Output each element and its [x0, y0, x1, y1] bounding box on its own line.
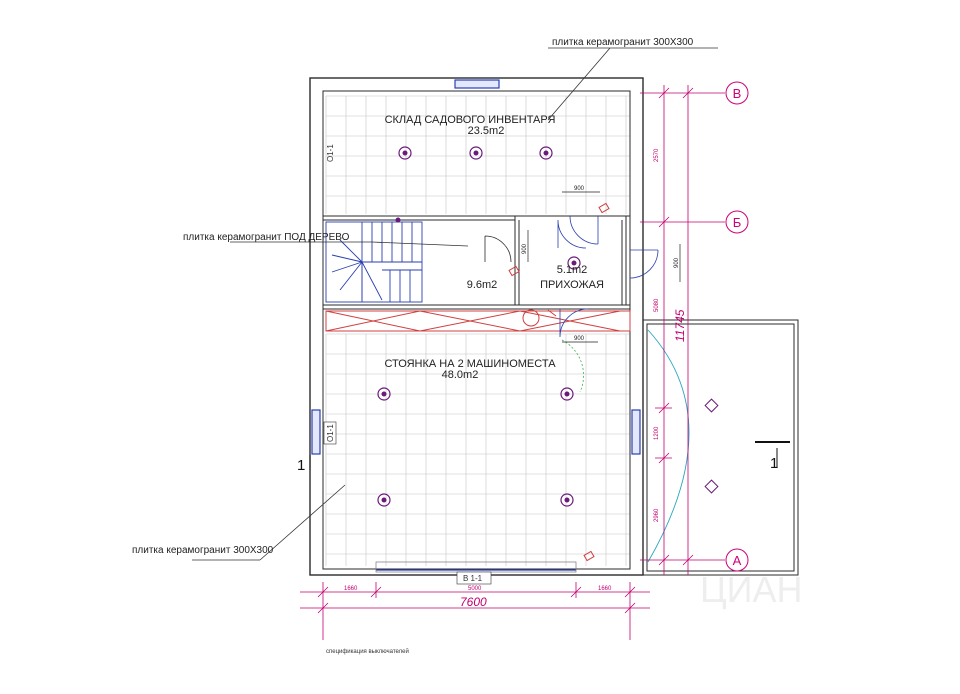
section-label-left: О1-1	[326, 424, 335, 442]
storage-room-area: 23.5m2	[468, 125, 505, 137]
porch-canopy	[642, 319, 799, 576]
doors	[484, 215, 659, 393]
hall-area: 5.1m2	[557, 264, 588, 276]
note-wood: плитка керамогранит ПОД ДЕРЕВО	[183, 232, 350, 243]
dim-total-width: 7600	[460, 595, 487, 609]
ceiling-light-center	[402, 150, 408, 156]
note-top: плитка керамогранит 300Х300	[552, 37, 694, 48]
dim-bottom-3: 1660	[598, 586, 612, 592]
leader-lines	[192, 47, 718, 561]
dim-right-4: 2960	[654, 508, 660, 522]
section-label-top-left: О1-1	[326, 144, 335, 162]
window-top	[454, 79, 500, 89]
section-mark-left: 1	[297, 457, 305, 474]
ceiling-light-center	[381, 497, 387, 503]
tile-grid	[325, 95, 630, 566]
ceiling-light-center	[564, 497, 570, 503]
light-fixtures	[377, 146, 581, 507]
switches	[508, 202, 610, 562]
hall-name: ПРИХОЖАЯ	[540, 279, 604, 291]
ceiling-light-icon	[567, 256, 581, 270]
dim-door-c: 900	[674, 257, 680, 268]
ceiling-light-icon	[560, 493, 574, 507]
dim-right-2: 5080	[654, 298, 660, 312]
window-right	[631, 409, 641, 455]
parking-name: СТОЯНКА НА 2 МАШИНОМЕСТА	[384, 358, 556, 370]
section-mark-right: 1	[770, 455, 778, 472]
window-left	[311, 409, 321, 455]
stair-fixture	[395, 217, 401, 223]
bottom-dimension-lines	[300, 582, 650, 640]
axis-label-middle: Б	[733, 215, 742, 230]
ceiling-light-icon	[398, 146, 412, 160]
axis-label-bottom: А	[733, 553, 742, 568]
section-label-bottom: В 1-1	[463, 574, 483, 583]
beam	[325, 309, 631, 332]
ceiling-light-center	[473, 150, 479, 156]
section-labels	[323, 421, 492, 585]
note-spec: спецификация выключателей	[326, 648, 409, 655]
dim-total-height: 11745	[673, 309, 687, 342]
door-dimension-lines	[527, 191, 681, 343]
dim-bottom-1: 1660	[344, 586, 358, 592]
dim-door-b: 900	[522, 243, 528, 254]
parking-area: 48.0m2	[442, 369, 479, 381]
section-marker-right	[755, 441, 790, 468]
axis-markers	[725, 81, 749, 572]
ceiling-light-icon	[560, 387, 574, 401]
watermark: ЦИАН	[700, 569, 803, 610]
ceiling-light-icon	[539, 146, 553, 160]
note-bottom: плитка керамогранит 300Х300	[132, 545, 274, 556]
windows	[311, 79, 641, 455]
dim-door-a: 900	[574, 186, 585, 192]
ceiling-light-icon	[377, 387, 391, 401]
ceiling-light-icon	[377, 493, 391, 507]
ceiling-light-center	[381, 391, 387, 397]
ceiling-light-center	[564, 391, 570, 397]
staircase	[325, 221, 423, 303]
ceiling-light-icon	[469, 146, 483, 160]
dim-right-3: 1200	[654, 426, 660, 440]
ceiling-light-center	[543, 150, 549, 156]
dim-door-d: 900	[574, 336, 585, 342]
ceiling-light-center	[571, 260, 577, 266]
dim-right-1: 2570	[654, 148, 660, 162]
porch-door-arc	[647, 329, 690, 563]
stair-room-area: 9.6m2	[467, 279, 498, 291]
porch-fixtures	[704, 398, 719, 494]
dim-bottom-2: 5000	[468, 586, 482, 592]
right-dimension-lines	[640, 85, 725, 575]
storage-room-name: СКЛАД САДОВОГО ИНВЕНТАРЯ	[385, 114, 556, 126]
axis-label-top: В	[733, 86, 742, 101]
